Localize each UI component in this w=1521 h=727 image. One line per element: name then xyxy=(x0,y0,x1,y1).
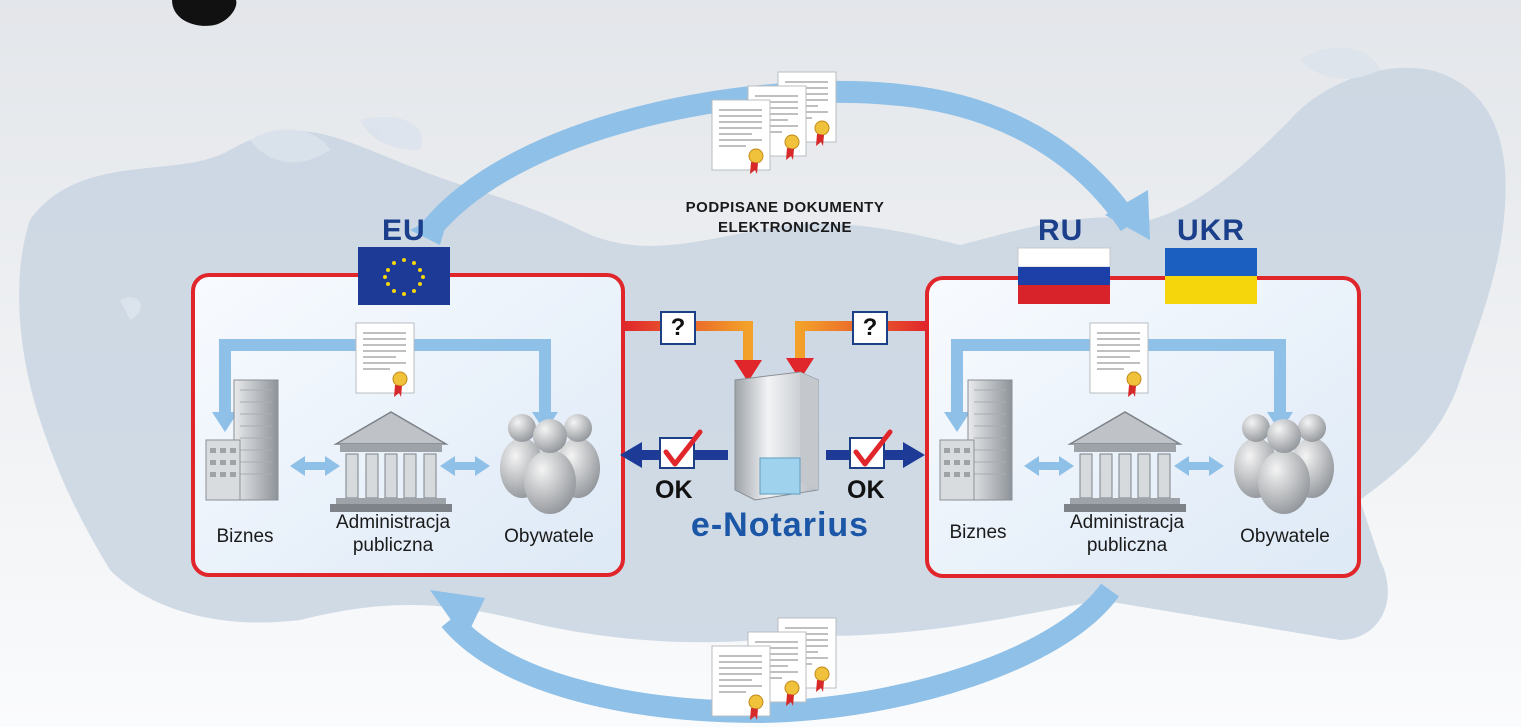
ok-arrowhead-left xyxy=(620,442,642,468)
eu-citizens-label: Obywatele xyxy=(504,526,594,547)
eu-query-arrowhead xyxy=(734,360,762,382)
top-arc-arrowhead xyxy=(1105,190,1150,240)
ru-ukr-admin-line-2: publiczna xyxy=(1086,535,1168,556)
top-arc-tail xyxy=(410,210,450,245)
russia-flag-icon xyxy=(1017,247,1111,304)
signed-documents-caption: PODPISANE DOKUMENTY ELEKTRONICZNE xyxy=(620,198,950,238)
eu-administration-label: Administracja publiczna xyxy=(293,511,493,557)
cropped-heading-glyph xyxy=(172,0,237,26)
ru-ukr-signed-document-icon xyxy=(1089,322,1149,398)
caption-line-2: ELEKTRONICZNE xyxy=(718,219,852,236)
caption-line-1: PODPISANE DOKUMENTY xyxy=(685,199,885,216)
ok-arrowhead-right xyxy=(903,442,925,468)
map-islands xyxy=(120,47,1380,320)
eu-double-arrows xyxy=(290,456,490,476)
eu-flow-head-left xyxy=(212,412,238,432)
ru-ukr-query-badge: ? xyxy=(852,311,888,345)
region-label-ru: RU xyxy=(1038,214,1084,247)
eu-admin-line-1: Administracja xyxy=(335,512,451,533)
eu-signed-document-icon xyxy=(355,322,415,398)
ru-ukr-business-label: Biznes xyxy=(949,522,1007,543)
bottom-arc-arrowhead xyxy=(430,590,485,640)
top-exchange-arc xyxy=(421,80,1140,238)
ru-flow-head-left xyxy=(944,412,970,432)
ukraine-flag-icon xyxy=(1165,248,1257,304)
ru-ukr-ok-check-icon xyxy=(850,432,890,468)
eu-query-badge: ? xyxy=(660,311,696,345)
eu-flag-icon xyxy=(358,247,450,305)
ru-ukr-ok-label: OK xyxy=(847,476,885,504)
eu-business-label: Biznes xyxy=(216,526,274,547)
eu-ok-label: OK xyxy=(655,476,693,504)
ru-ukr-admin-line-1: Administracja xyxy=(1069,512,1185,533)
ru-ukr-administration-label: Administracja publiczna xyxy=(1027,511,1227,557)
e-notarius-label: e-Notarius xyxy=(690,506,870,544)
ru-ukr-double-arrows xyxy=(1024,456,1224,476)
region-label-eu: EU xyxy=(382,214,426,247)
eu-admin-line-2: publiczna xyxy=(352,535,434,556)
ru-ukr-citizens-label: Obywatele xyxy=(1240,526,1330,547)
eu-ok-check-icon xyxy=(660,432,700,468)
e-notarius-server-icon xyxy=(734,371,819,501)
region-label-ukr: UKR xyxy=(1177,214,1245,247)
ru-ukr-query-arrowhead xyxy=(786,358,814,380)
